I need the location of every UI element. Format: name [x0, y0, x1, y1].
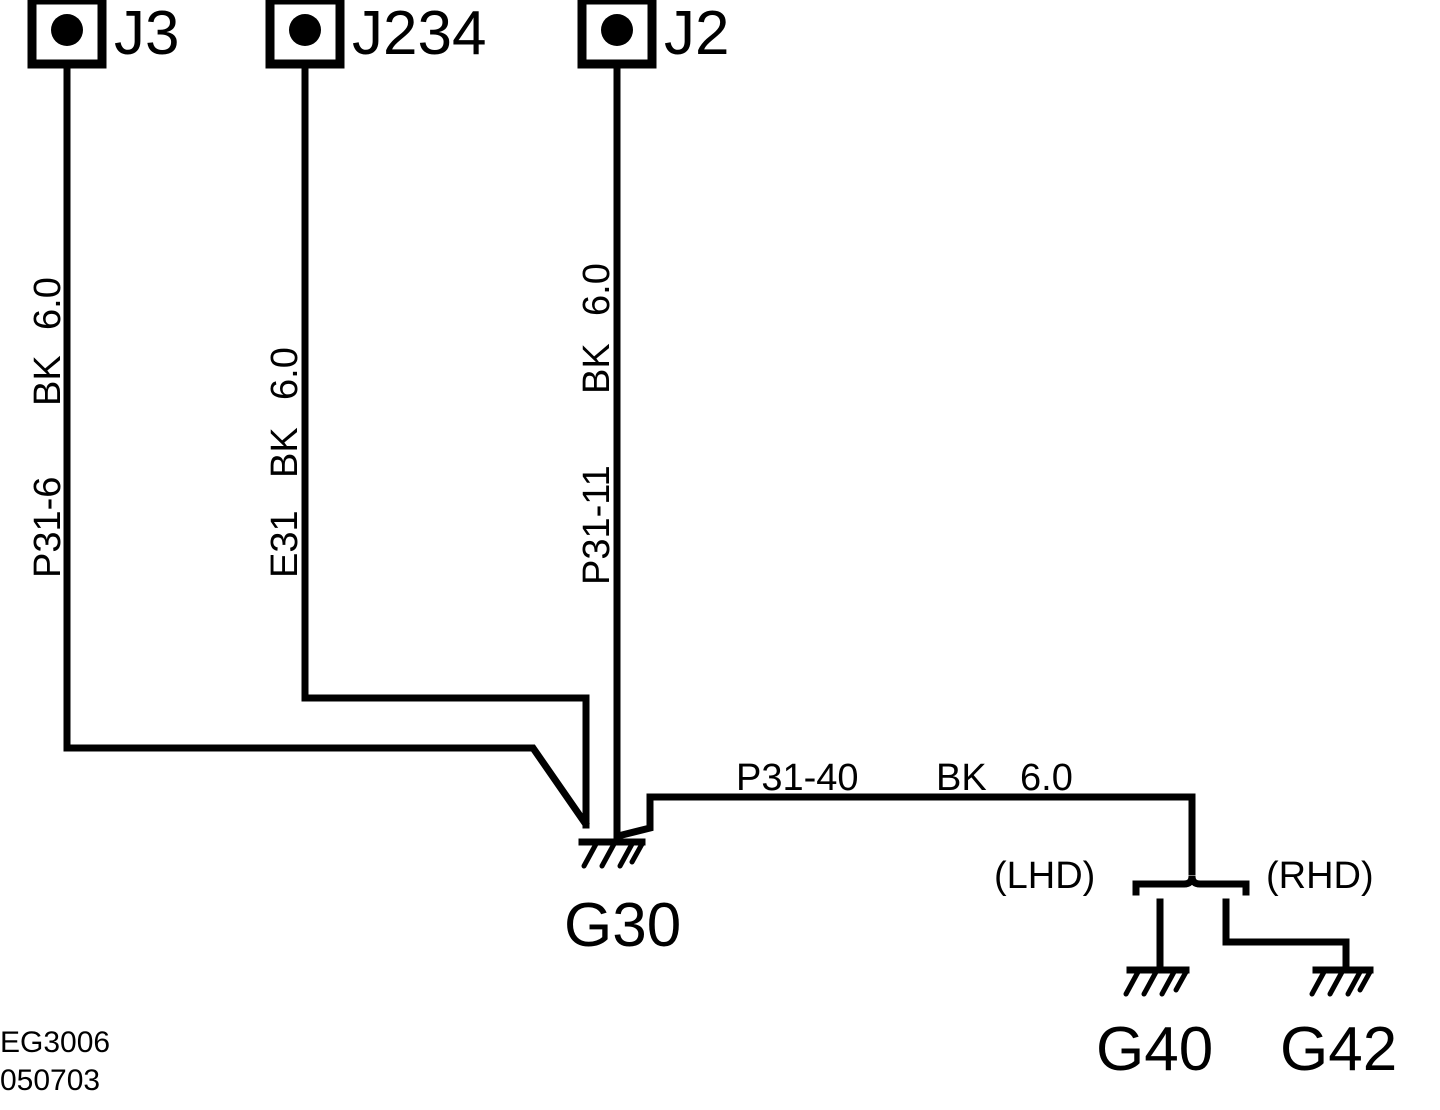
wire-g30-out-size: 6.0 [1020, 757, 1073, 799]
connector-j3: J3 [27, 0, 179, 69]
wire-j3-labels: P31-6 BK 6.0 [27, 277, 69, 578]
ground-g42-label: G42 [1280, 1015, 1397, 1084]
wire-j234-circuit: E31 [264, 510, 306, 578]
wire-j3-size: 6.0 [27, 277, 69, 330]
wire-j2-color: BK [576, 343, 618, 394]
wire-g30-out [617, 793, 1196, 876]
wire-j3 [63, 60, 590, 828]
footer-date: 050703 [0, 1064, 100, 1097]
connector-j234-label: J234 [352, 0, 486, 68]
wire-j3-circuit: P31-6 [27, 477, 69, 578]
wire-j3-color: BK [27, 355, 69, 406]
connector-j3-label: J3 [114, 0, 179, 68]
ground-g30-icon [578, 838, 646, 869]
connector-j2-label: J2 [664, 0, 729, 68]
ground-g30-label: G30 [564, 891, 681, 960]
wire-j234-size: 6.0 [264, 347, 306, 400]
variant-splice-icon [1132, 875, 1250, 896]
ground-g42-icon [1309, 966, 1374, 997]
variant-rhd-label: (RHD) [1266, 855, 1374, 897]
footer-code: EG3006 [0, 1026, 110, 1059]
wire-j2-circuit: P31-11 [576, 465, 618, 585]
wire-j234 [301, 60, 590, 829]
variant-lhd-label: (LHD) [994, 855, 1095, 897]
wire-j2-size: 6.0 [576, 263, 618, 316]
wire-j2-labels: P31-11 BK 6.0 [576, 263, 618, 585]
wire-j234-color: BK [264, 427, 306, 478]
wire-g30-out-color: BK [936, 757, 987, 799]
wire-g30-out-labels: P31-40 BK 6.0 [736, 757, 1073, 799]
ground-g40-icon [1123, 966, 1190, 997]
wire-g42 [1222, 898, 1350, 974]
ground-g40-label: G40 [1096, 1015, 1213, 1084]
connector-j2: J2 [577, 0, 729, 69]
connector-j234: J234 [265, 0, 486, 69]
wire-g30-out-circuit: P31-40 [736, 757, 859, 799]
wire-j234-labels: E31 BK 6.0 [264, 347, 306, 578]
